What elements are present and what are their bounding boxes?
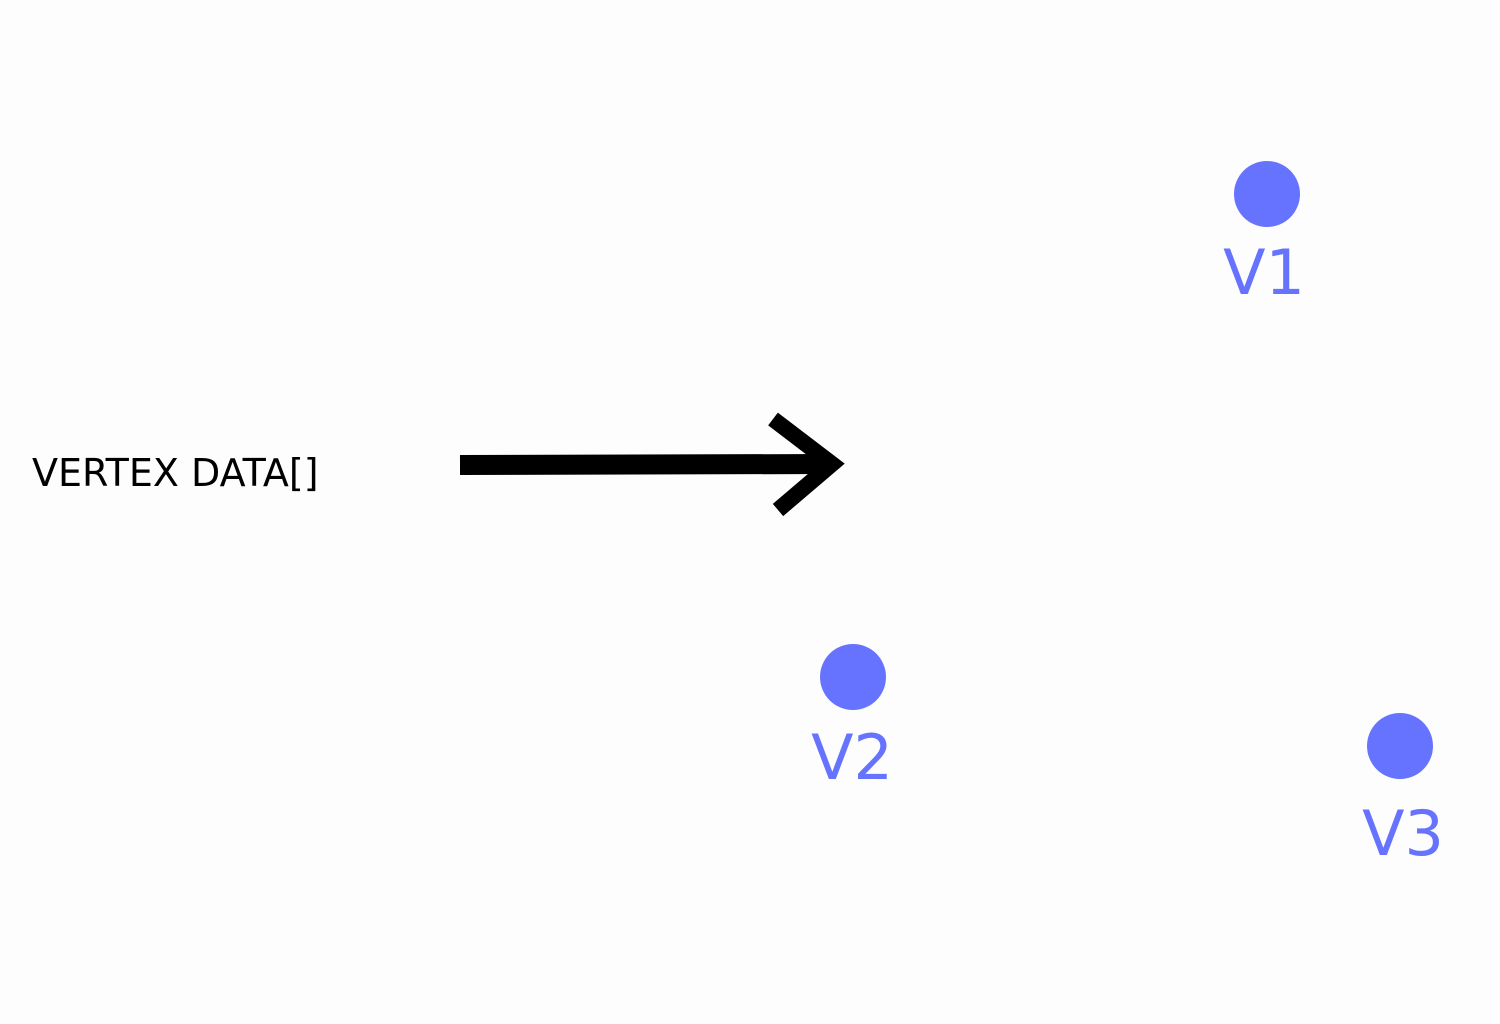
vertex-dot-icon	[1367, 713, 1433, 779]
arrow-head	[768, 412, 845, 517]
vertex-v3: V3	[1362, 713, 1444, 870]
vertex-v2: V2	[811, 644, 893, 794]
vertex-label: V1	[1223, 236, 1305, 309]
right-arrow-icon	[459, 412, 845, 517]
vertex-dot-icon	[1234, 161, 1300, 227]
vertex-dot-icon	[820, 644, 886, 710]
arrow-shaft	[459, 454, 833, 475]
vertex-data-label: VERTEX DATA[]	[32, 451, 319, 495]
vertex-label: V3	[1362, 797, 1444, 870]
vertex-label: V2	[811, 721, 893, 794]
vertex-v1: V1	[1223, 161, 1305, 309]
